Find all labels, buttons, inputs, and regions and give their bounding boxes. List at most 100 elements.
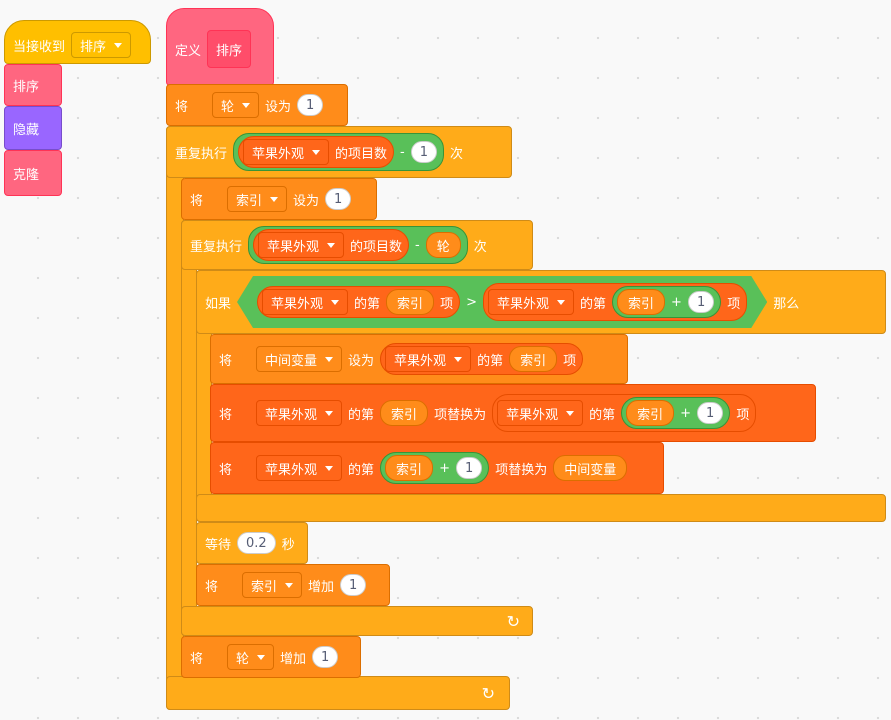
subtract-operator[interactable]: 苹果外观 的项目数 - 轮: [248, 226, 468, 264]
index-reporter[interactable]: 索引: [385, 455, 434, 481]
wait-block[interactable]: 等待 0.2 秒: [196, 522, 308, 564]
procedure-name-box[interactable]: 排序: [207, 30, 252, 68]
chevron-down-icon: [257, 654, 266, 660]
variable-dropdown[interactable]: 中间变量: [256, 346, 343, 372]
index-reporter[interactable]: 索引: [386, 289, 434, 315]
set-label: 将: [219, 407, 233, 423]
list-dropdown[interactable]: 苹果外观: [488, 289, 574, 315]
index-reporter[interactable]: 索引: [509, 346, 558, 372]
when-receive-hat-block[interactable]: 当接收到 排序: [4, 20, 151, 64]
value-input[interactable]: 1: [340, 574, 367, 596]
item-of-list-reporter[interactable]: 苹果外观 的第 索引 + 1 项: [492, 394, 757, 432]
inner-repeat-arm[interactable]: [181, 220, 197, 636]
chevron-down-icon: [557, 300, 565, 305]
inner-repeat-block[interactable]: 重复执行 苹果外观 的项目数 - 轮 次: [181, 220, 533, 270]
set-label: 将: [219, 353, 233, 369]
value-input[interactable]: 1: [688, 291, 714, 313]
list-dropdown[interactable]: 苹果外观: [243, 139, 330, 165]
when-receive-label: 当接收到: [13, 39, 66, 55]
set-round-block[interactable]: 将 轮 设为 1: [166, 84, 348, 126]
index-reporter[interactable]: 索引: [617, 289, 665, 315]
item-of-list-reporter[interactable]: 苹果外观 的第 索引 项: [380, 343, 584, 375]
loop-arrow-icon: ↻: [506, 611, 520, 631]
change-label: 增加: [280, 651, 307, 667]
replace-label: 项替换为: [434, 407, 487, 423]
value-input[interactable]: 1: [325, 188, 352, 210]
times-label: 次: [473, 239, 487, 255]
variable-dropdown[interactable]: 轮: [227, 644, 275, 670]
replace-item-block[interactable]: 将 苹果外观 的第 索引 项替换为 苹果外观 的第 索引 + 1 项: [210, 384, 816, 442]
value-input[interactable]: 1: [697, 402, 724, 424]
item-of-list-reporter[interactable]: 苹果外观 的第 索引 项: [257, 286, 460, 318]
add-operator[interactable]: 索引 + 1: [380, 452, 490, 484]
index-reporter[interactable]: 索引: [626, 400, 675, 426]
hide-block[interactable]: 隐藏: [4, 106, 62, 150]
greater-than-operator[interactable]: 苹果外观 的第 索引 项 > 苹果外观 的第 索引 + 1 项: [237, 276, 767, 328]
set-label: 将: [205, 579, 219, 595]
list-dropdown[interactable]: 苹果外观: [258, 232, 345, 258]
list-name: 苹果外观: [271, 296, 324, 312]
if-then-block[interactable]: 如果 苹果外观 的第 索引 项 > 苹果外观 的第 索引 + 1 项 那么: [196, 270, 886, 334]
item-label: 项: [563, 353, 577, 369]
set-index-block[interactable]: 将 索引 设为 1: [181, 178, 377, 220]
chevron-down-icon: [454, 356, 463, 362]
list-name: 苹果外观: [265, 407, 318, 423]
list-dropdown[interactable]: 苹果外观: [262, 289, 348, 315]
count-label: 的项目数: [350, 239, 403, 255]
set-temp-block[interactable]: 将 中间变量 设为 苹果外观 的第 索引 项: [210, 334, 628, 384]
list-name: 苹果外观: [265, 462, 318, 478]
list-dropdown[interactable]: 苹果外观: [256, 455, 343, 481]
set-label: 将: [190, 193, 204, 209]
chevron-down-icon: [325, 465, 334, 471]
item-label: 项: [736, 407, 750, 423]
clone-label: 克隆: [13, 167, 40, 183]
value-input[interactable]: 1: [455, 457, 483, 479]
item-of-list-reporter[interactable]: 苹果外观 的第 索引 + 1 项: [483, 283, 747, 321]
variable-name: 轮: [236, 651, 250, 667]
seconds-input[interactable]: 0.2: [237, 532, 276, 554]
value-input[interactable]: 1: [297, 94, 324, 116]
set-label: 将: [190, 651, 204, 667]
list-dropdown[interactable]: 苹果外观: [497, 400, 584, 426]
variable-dropdown[interactable]: 索引: [242, 572, 303, 598]
define-hat-block[interactable]: 定义 排序: [166, 8, 274, 86]
subtract-operator[interactable]: 苹果外观 的项目数 - 1: [233, 133, 445, 171]
call-sort-label: 排序: [13, 79, 40, 95]
call-sort-block[interactable]: 排序: [4, 64, 62, 106]
chevron-down-icon: [242, 102, 251, 108]
index-reporter[interactable]: 索引: [380, 400, 429, 426]
outer-repeat-block[interactable]: 重复执行 苹果外观 的项目数 - 1 次: [166, 126, 512, 178]
value-input[interactable]: 1: [312, 646, 339, 668]
variable-dropdown[interactable]: 轮: [212, 92, 260, 118]
times-label: 次: [450, 146, 464, 162]
inner-repeat-bottom: ↻: [181, 606, 533, 636]
add-operator[interactable]: 索引 + 1: [612, 286, 721, 318]
of-label: 的第: [354, 296, 381, 312]
add-operator[interactable]: 索引 + 1: [621, 397, 731, 429]
variable-dropdown[interactable]: 索引: [227, 186, 288, 212]
count-label: 的项目数: [335, 146, 388, 162]
of-label: 的第: [477, 353, 504, 369]
value-input[interactable]: 1: [410, 141, 438, 163]
change-index-block[interactable]: 将 索引 增加 1: [196, 564, 390, 606]
replace-item-block-2[interactable]: 将 苹果外观 的第 索引 + 1 项替换为 中间变量: [210, 442, 664, 494]
variable-name: 轮: [221, 99, 235, 115]
temp-variable-reporter[interactable]: 中间变量: [553, 455, 628, 481]
list-length-reporter[interactable]: 苹果外观 的项目数: [253, 229, 410, 261]
to-label: 设为: [293, 193, 320, 209]
change-round-block[interactable]: 将 轮 增加 1: [181, 636, 361, 678]
chevron-down-icon: [285, 582, 294, 588]
list-length-reporter[interactable]: 苹果外观 的项目数: [238, 136, 395, 168]
clone-block[interactable]: 克隆: [4, 150, 62, 196]
of-label: 的第: [348, 462, 375, 478]
list-dropdown[interactable]: 苹果外观: [385, 346, 472, 372]
round-reporter[interactable]: 轮: [425, 232, 461, 258]
message-dropdown[interactable]: 排序: [71, 32, 132, 58]
chevron-down-icon: [325, 410, 334, 416]
minus-sign: -: [415, 237, 420, 253]
repeat-label: 重复执行: [175, 146, 228, 162]
if-bottom: [196, 494, 886, 522]
of-label: 的第: [580, 296, 607, 312]
plus-sign: +: [671, 294, 682, 310]
list-dropdown[interactable]: 苹果外观: [256, 400, 343, 426]
